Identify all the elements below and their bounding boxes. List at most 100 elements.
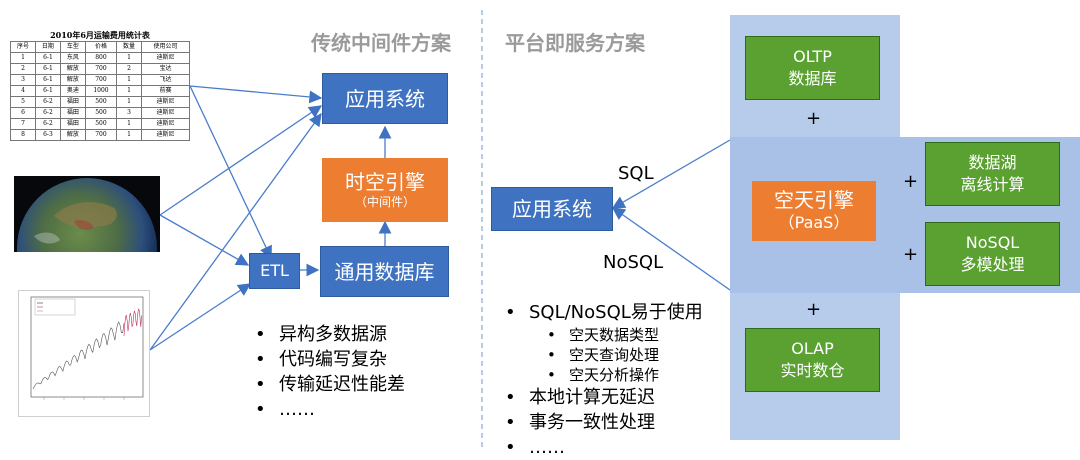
spreadsheet-header-cell: 数量 bbox=[116, 41, 143, 53]
spreadsheet-cell: 解放 bbox=[59, 63, 86, 75]
timeseries-plot-image bbox=[18, 290, 150, 417]
left-bullet-4: …… bbox=[253, 397, 405, 422]
spreadsheet-cell: 6-2 bbox=[34, 118, 61, 130]
spreadsheet-cell: 迪斯尼 bbox=[141, 52, 190, 64]
spreadsheet-cell: 东风 bbox=[59, 52, 86, 64]
etl-box: ETL bbox=[249, 253, 300, 289]
spreadsheet-cell: 1 bbox=[10, 52, 36, 64]
spreadsheet-cell: 6-2 bbox=[34, 107, 61, 119]
spreadsheet-cell: 奥迪 bbox=[59, 85, 86, 97]
plus-lake: + bbox=[903, 171, 919, 192]
spreadsheet-header-cell: 价格 bbox=[84, 41, 118, 53]
plus-olap: + bbox=[806, 299, 822, 320]
spreadsheet-cell: 700 bbox=[84, 74, 118, 86]
spreadsheet-cell: 1 bbox=[116, 96, 143, 108]
general-db-label: 通用数据库 bbox=[334, 259, 435, 284]
general-db-box: 通用数据库 bbox=[320, 246, 449, 297]
spreadsheet-cell: 前赛 bbox=[141, 85, 190, 97]
nosql-multimodel-line2: 多模处理 bbox=[960, 255, 1025, 274]
spreadsheet-header-cell: 序号 bbox=[10, 41, 36, 53]
edge-plot-to-etl bbox=[149, 283, 252, 351]
spreadsheet-cell: 3 bbox=[10, 74, 36, 86]
spreadsheet-header-cell: 车型 bbox=[59, 41, 86, 53]
edge-sheet-to-etl bbox=[189, 85, 272, 260]
spreadsheet-cell: 500 bbox=[84, 96, 118, 108]
right-bullet-4: …… bbox=[503, 435, 703, 460]
nosql-label: NoSQL bbox=[603, 252, 664, 273]
spreadsheet-cell: 700 bbox=[84, 63, 118, 75]
spreadsheet-cell: 3 bbox=[116, 107, 143, 119]
spreadsheet-cell: 5 bbox=[10, 96, 36, 108]
spreadsheet-header-cell: 日期 bbox=[34, 41, 61, 53]
left-bullet-list: 异构多数据源 代码编写复杂 传输延迟性能差 …… bbox=[253, 322, 405, 422]
edge-sheet-to-app bbox=[189, 85, 323, 104]
olap-line2: 实时数仓 bbox=[780, 361, 845, 380]
plus-nosql: + bbox=[903, 244, 919, 265]
spreadsheet-cell: 6-1 bbox=[34, 52, 61, 64]
data-lake-box: 数据湖 离线计算 bbox=[925, 142, 1060, 206]
spreadsheet-cell: 福田 bbox=[59, 118, 86, 130]
spreadsheet-cell: 8 bbox=[10, 129, 36, 141]
spreadsheet-cell: 2 bbox=[116, 63, 143, 75]
earth-drawing bbox=[17, 178, 157, 252]
left-app-system-box: 应用系统 bbox=[322, 73, 448, 124]
etl-label: ETL bbox=[260, 261, 289, 280]
spreadsheet-cell: 500 bbox=[84, 118, 118, 130]
spreadsheet-cell: 1 bbox=[116, 85, 143, 97]
spreadsheet-cell: 迪斯尼 bbox=[141, 96, 190, 108]
spreadsheet-cell: 6-2 bbox=[34, 96, 61, 108]
spreadsheet-cell: 宝达 bbox=[141, 63, 190, 75]
earth-image bbox=[14, 176, 160, 252]
space-engine-line1: 空天引擎 bbox=[774, 188, 854, 212]
left-bullet-2: 代码编写复杂 bbox=[253, 347, 405, 372]
space-engine-line2: （PaaS） bbox=[778, 213, 850, 232]
spreadsheet-cell: 4 bbox=[10, 85, 36, 97]
right-subbullet-3: 空天分析操作 bbox=[503, 365, 703, 385]
olap-line1: OLAP bbox=[791, 339, 834, 358]
spreadsheet-cell: 500 bbox=[84, 107, 118, 119]
spreadsheet-cell: 6-1 bbox=[34, 74, 61, 86]
edge-nosql-to-app bbox=[611, 207, 731, 291]
left-app-system-label: 应用系统 bbox=[345, 86, 425, 111]
right-subbullet-2: 空天查询处理 bbox=[503, 345, 703, 365]
spatiotemporal-engine-box: 时空引擎 （中间件） bbox=[322, 158, 448, 222]
spreadsheet-cell: 解放 bbox=[59, 74, 86, 86]
spreadsheet-cell: 福田 bbox=[59, 107, 86, 119]
traditional-title: 传统中间件方案 bbox=[311, 31, 451, 55]
edge-sql-to-app bbox=[611, 139, 731, 209]
data-lake-line2: 离线计算 bbox=[960, 175, 1025, 194]
spreadsheet-cell: 700 bbox=[84, 129, 118, 141]
spreadsheet-cell: 6-1 bbox=[34, 63, 61, 75]
spreadsheet-cell: 飞达 bbox=[141, 74, 190, 86]
space-engine-box: 空天引擎 （PaaS） bbox=[752, 181, 876, 241]
spreadsheet-cell: 6 bbox=[10, 107, 36, 119]
timeseries-drawing bbox=[30, 296, 144, 400]
spreadsheet-cell: 800 bbox=[84, 52, 118, 64]
right-app-system-label: 应用系统 bbox=[512, 197, 592, 221]
right-subbullet-1: 空天数据类型 bbox=[503, 325, 703, 345]
oltp-line1: OLTP bbox=[793, 47, 832, 66]
left-bullet-1: 异构多数据源 bbox=[253, 322, 405, 347]
engine-sublabel: （中间件） bbox=[354, 195, 415, 209]
spreadsheet-cell: 迪斯尼 bbox=[141, 129, 190, 141]
spreadsheet-cell: 6-3 bbox=[34, 129, 61, 141]
engine-label: 时空引擎 bbox=[345, 170, 425, 194]
spreadsheet-cell: 1 bbox=[116, 118, 143, 130]
spreadsheet-title: 2010年6月运输费用统计表 bbox=[50, 30, 150, 40]
left-bullet-3: 传输延迟性能差 bbox=[253, 372, 405, 397]
paas-title: 平台即服务方案 bbox=[505, 31, 645, 55]
spreadsheet-cell: 福田 bbox=[59, 96, 86, 108]
spreadsheet-cell: 1000 bbox=[84, 85, 118, 97]
olap-warehouse-box: OLAP 实时数仓 bbox=[745, 328, 880, 392]
